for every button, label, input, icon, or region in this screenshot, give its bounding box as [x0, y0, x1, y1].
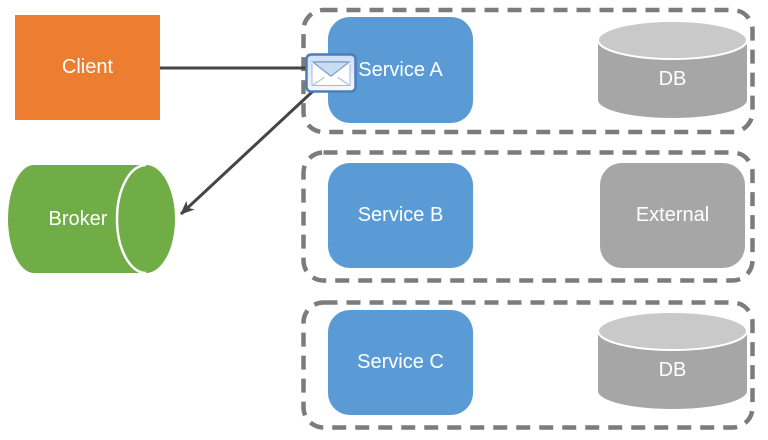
client-node: Client — [15, 15, 160, 120]
service-b-label: Service B — [357, 204, 444, 226]
service-c-group-border — [301, 300, 755, 430]
service-b-node: Service B — [328, 163, 473, 268]
db-cylinder-a — [597, 20, 748, 119]
external-label: External — [635, 204, 710, 226]
db-cylinder-c — [597, 311, 748, 410]
envelope-icon-glyph — [305, 53, 357, 93]
service-c-node: Service C — [328, 310, 473, 415]
broker-cylinder — [8, 163, 175, 275]
service-a-to-broker-arrow — [179, 77, 328, 216]
envelope-icon — [305, 53, 357, 93]
broker-cylinder-cap-line — [115, 163, 147, 275]
external-node: External — [600, 163, 745, 268]
service-c-label: Service C — [357, 351, 444, 373]
client-label: Client — [61, 56, 114, 78]
service-a-label: Service A — [358, 58, 443, 81]
service-b-group-border — [301, 150, 755, 283]
